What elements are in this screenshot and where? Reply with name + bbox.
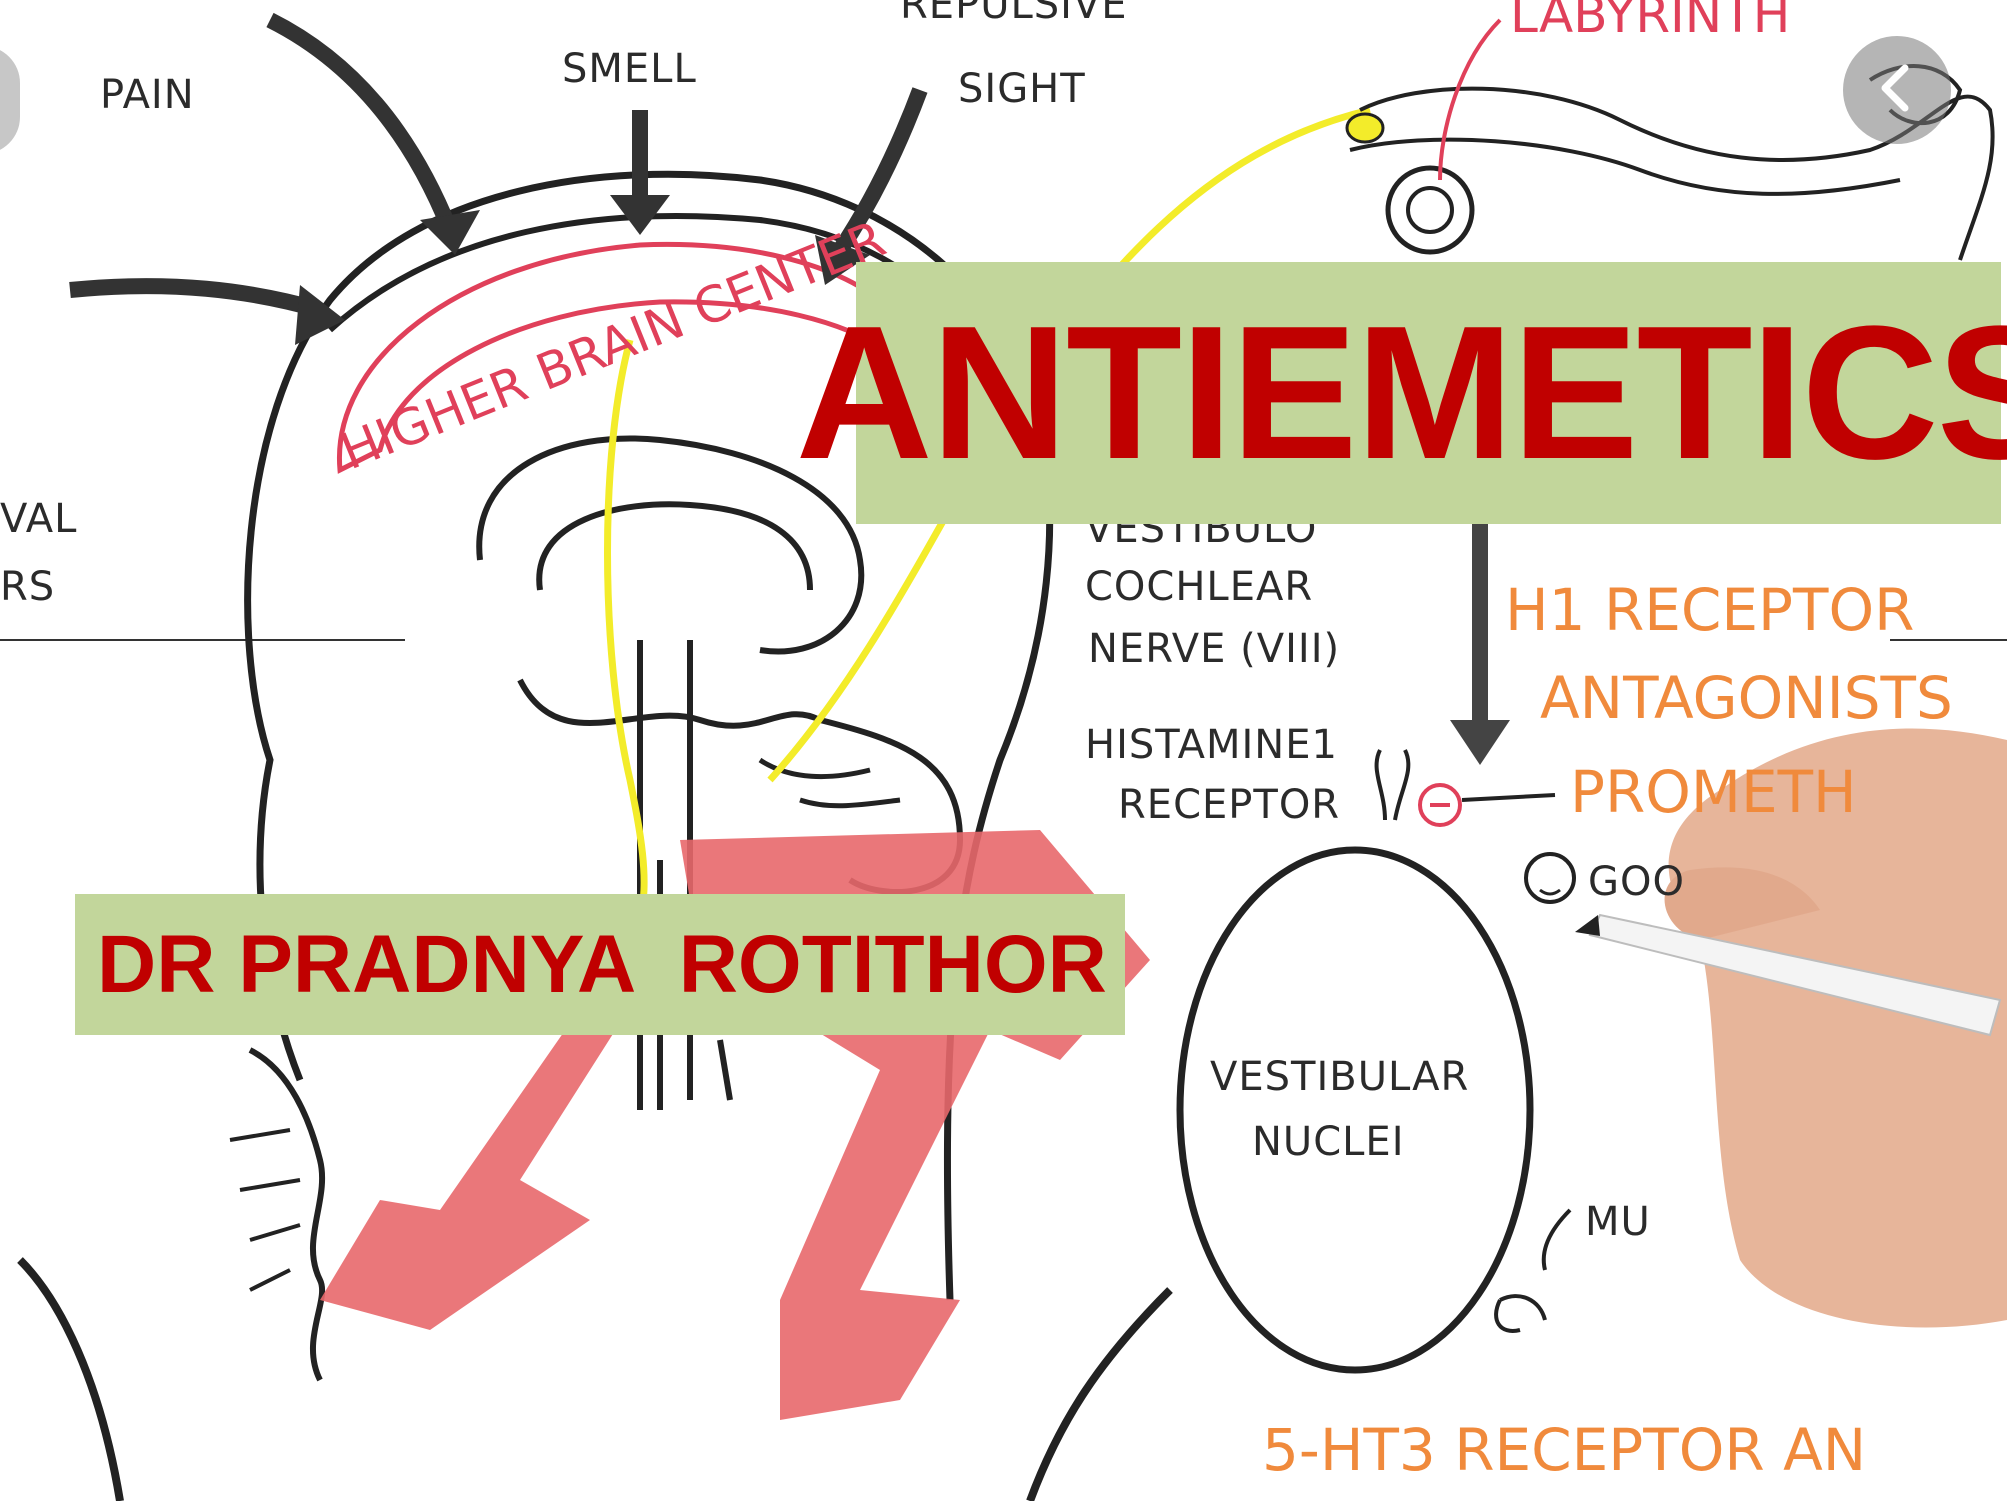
label-rs: RS bbox=[0, 564, 55, 610]
vestibule-dot bbox=[1347, 114, 1383, 142]
h1-receptor-shape bbox=[1377, 750, 1409, 820]
face-profile bbox=[250, 1050, 322, 1380]
back-button[interactable] bbox=[1843, 36, 1951, 144]
pain-arrow bbox=[270, 20, 450, 230]
label-receptor: RECEPTOR bbox=[1118, 782, 1340, 828]
left-input-arrow bbox=[70, 286, 320, 310]
slide-title: ANTIEMETICS bbox=[796, 298, 2007, 488]
label-sight: SIGHT bbox=[958, 66, 1086, 112]
author-name: DR PRADNYA ROTITHOR bbox=[97, 918, 1107, 1012]
title-banner: ANTIEMETICS bbox=[856, 262, 2001, 524]
neck-line bbox=[20, 1260, 120, 1501]
muscarinic-receptor-shape bbox=[1496, 1296, 1545, 1331]
prometh-link bbox=[1462, 795, 1555, 800]
label-val: VAL bbox=[0, 496, 77, 542]
label-cochlear: COCHLEAR bbox=[1085, 564, 1313, 610]
mu-arrow bbox=[1544, 1210, 1570, 1270]
label-h1-receptor: H1 RECEPTOR bbox=[1505, 576, 1914, 644]
chevron-left-icon bbox=[1867, 58, 1927, 123]
vestibular-arrow-head bbox=[1450, 720, 1510, 765]
label-nerve-viii: NERVE (VIII) bbox=[1088, 626, 1340, 672]
marker-tip bbox=[1575, 915, 1600, 936]
corpus-callosum bbox=[539, 504, 810, 590]
label-nuclei: NUCLEI bbox=[1252, 1119, 1404, 1165]
label-5ht3: 5-HT3 RECEPTOR AN bbox=[1262, 1416, 1866, 1484]
author-banner: DR PRADNYA ROTITHOR bbox=[75, 894, 1125, 1035]
cochlea-inner bbox=[1408, 188, 1452, 232]
label-antagonists: ANTAGONISTS bbox=[1540, 664, 1953, 732]
label-histamine: HISTAMINE1 bbox=[1085, 722, 1338, 768]
label-pain: PAIN bbox=[100, 72, 195, 118]
yellow-pathway-center bbox=[608, 340, 645, 920]
label-labyrinth: LABYRINTH bbox=[1510, 0, 1790, 44]
labyrinth-pointer bbox=[1440, 20, 1500, 180]
smiley-mouth bbox=[1540, 890, 1560, 894]
cochlea bbox=[1388, 168, 1472, 252]
mouth-lines bbox=[230, 1130, 300, 1290]
stomach-line bbox=[1030, 1290, 1170, 1501]
label-smell: SMELL bbox=[562, 46, 697, 92]
label-vestibular: VESTIBULAR bbox=[1210, 1054, 1469, 1100]
label-mu: MU bbox=[1585, 1199, 1651, 1245]
label-prometh: PROMETH bbox=[1570, 758, 1857, 826]
label-repulsive: REPULSIVE bbox=[900, 0, 1128, 28]
vestibular-nuclei-oval bbox=[1180, 850, 1530, 1370]
label-goo: GOO bbox=[1588, 859, 1685, 905]
